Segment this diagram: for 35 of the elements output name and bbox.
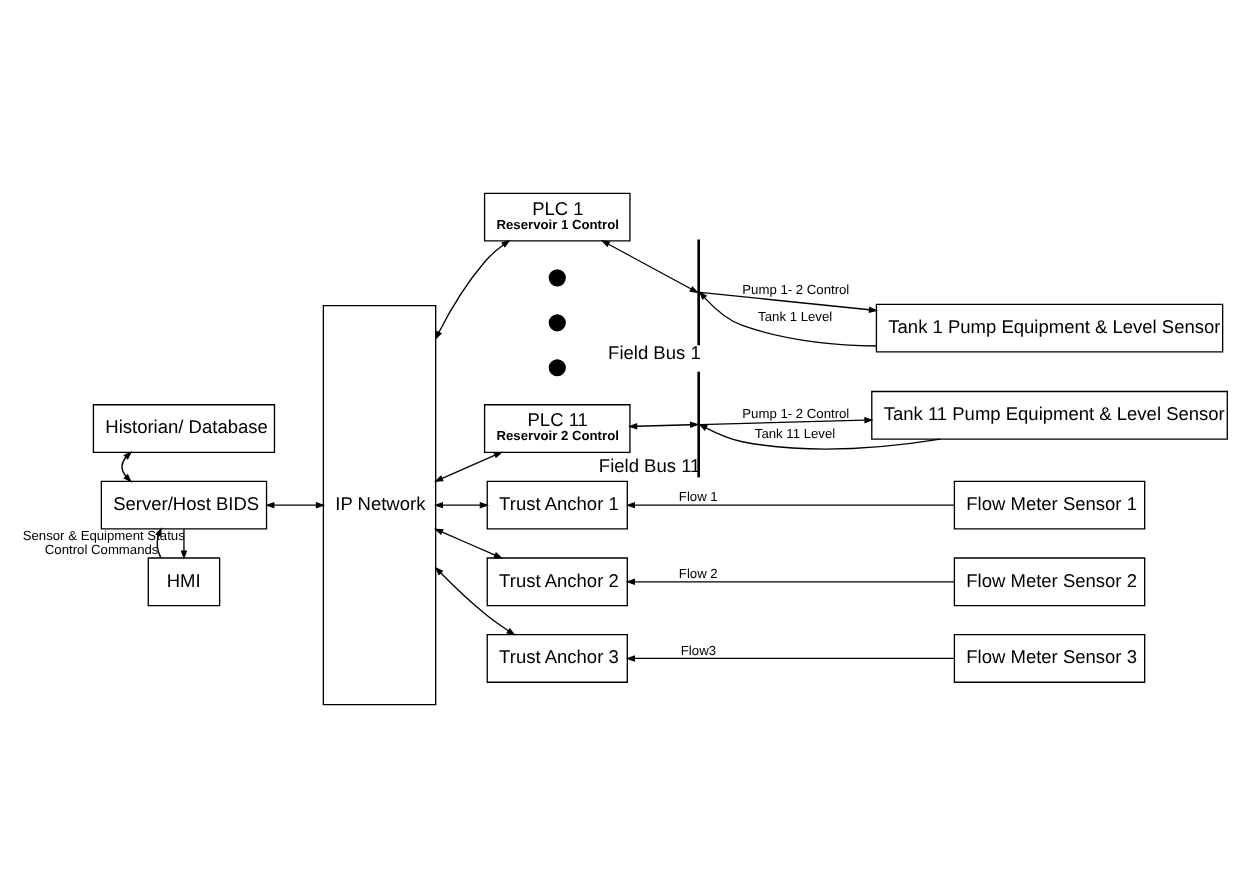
node-box: Flow Meter Sensor 1 (953, 479, 1146, 529)
node-circle (548, 313, 566, 331)
node-box: Trust Anchor 2 (486, 556, 628, 606)
node-bar (697, 370, 700, 477)
node-box: HMI (147, 556, 221, 606)
node-box: Server/Host BIDS (100, 479, 268, 529)
arrow (180, 527, 188, 559)
node-box: Flow Meter Sensor 3 (953, 633, 1146, 682)
node-box: Trust Anchor 3 (486, 633, 628, 682)
arrow (433, 527, 504, 558)
arrow (698, 422, 942, 449)
node-box: Flow Meter Sensor 2 (953, 556, 1146, 606)
node-circle (548, 358, 566, 376)
arrow (600, 238, 699, 293)
arrow (434, 565, 516, 635)
arrow (699, 290, 879, 312)
node-bar (697, 238, 700, 345)
node-circle (548, 268, 566, 286)
node-box: Trust Anchor 1 (486, 479, 628, 529)
arrow (433, 450, 504, 481)
arrow (625, 654, 955, 661)
arrow (435, 238, 511, 340)
node-box: Historian/ Database (92, 403, 276, 452)
arrow (625, 577, 955, 585)
arrow (265, 500, 326, 508)
arrow (698, 289, 877, 346)
node-box: IP Network (322, 303, 437, 705)
arrow (121, 450, 133, 482)
arrow (433, 500, 490, 508)
arrow (699, 415, 874, 425)
node-box: Tank 11 Pump Equipment & Level Sensor (871, 389, 1228, 439)
arrow (625, 500, 955, 508)
arrow (628, 420, 700, 429)
node-box: Tank 1 Pump Equipment & Level Sensor (875, 302, 1224, 352)
node-label: Field Bus 1 (608, 342, 701, 363)
